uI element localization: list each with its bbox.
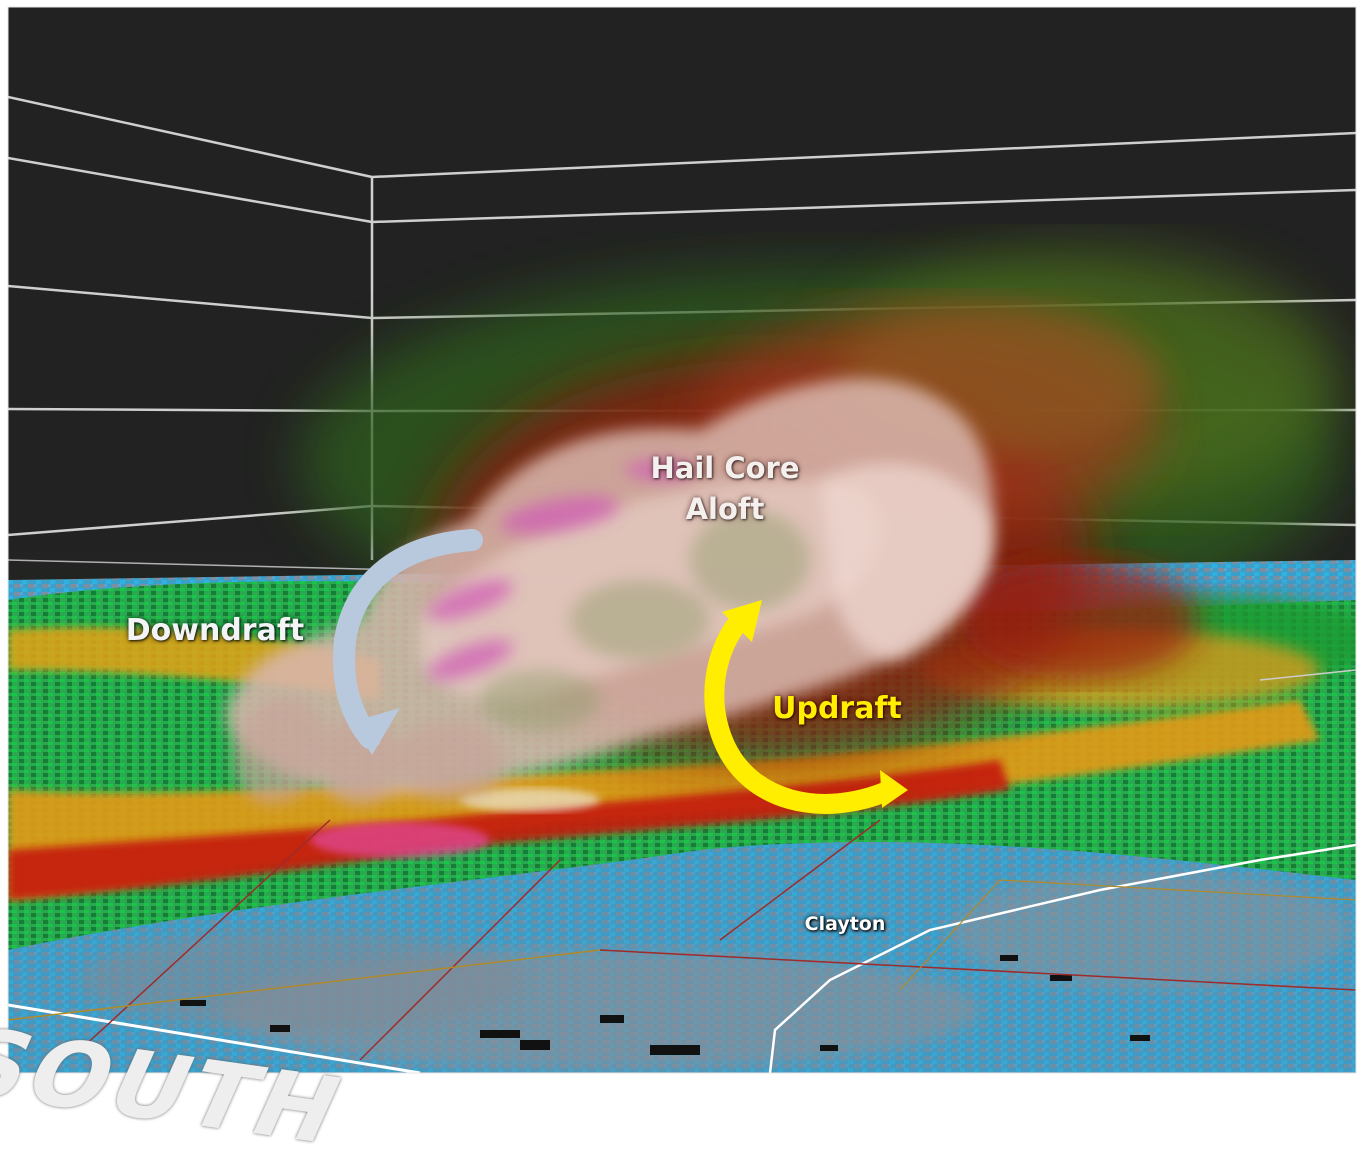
- radar-volume-scene: [7, 6, 1357, 1074]
- updraft-arrow-head: [722, 600, 762, 642]
- downdraft-arrow-head: [352, 708, 400, 755]
- ground-speckles: [180, 955, 1150, 1055]
- downdraft-label: Downdraft: [125, 613, 305, 648]
- hail-core-label: Hail Core Aloft: [600, 448, 850, 529]
- city-label-clayton: Clayton: [804, 913, 886, 935]
- updraft-label: Updraft: [772, 691, 902, 726]
- radar-3d-view: Hail Core Aloft Downdraft Updraft Clayto…: [0, 6, 1357, 1164]
- updraft-arrow-shaft: [704, 610, 900, 814]
- hail-streaks: [427, 460, 695, 681]
- hail-core-label-line1: Hail Core: [650, 451, 800, 485]
- hail-core-label-line2: Aloft: [685, 491, 765, 526]
- downdraft-arrow-shaft: [333, 529, 483, 749]
- map-boundaries: [8, 559, 1356, 1073]
